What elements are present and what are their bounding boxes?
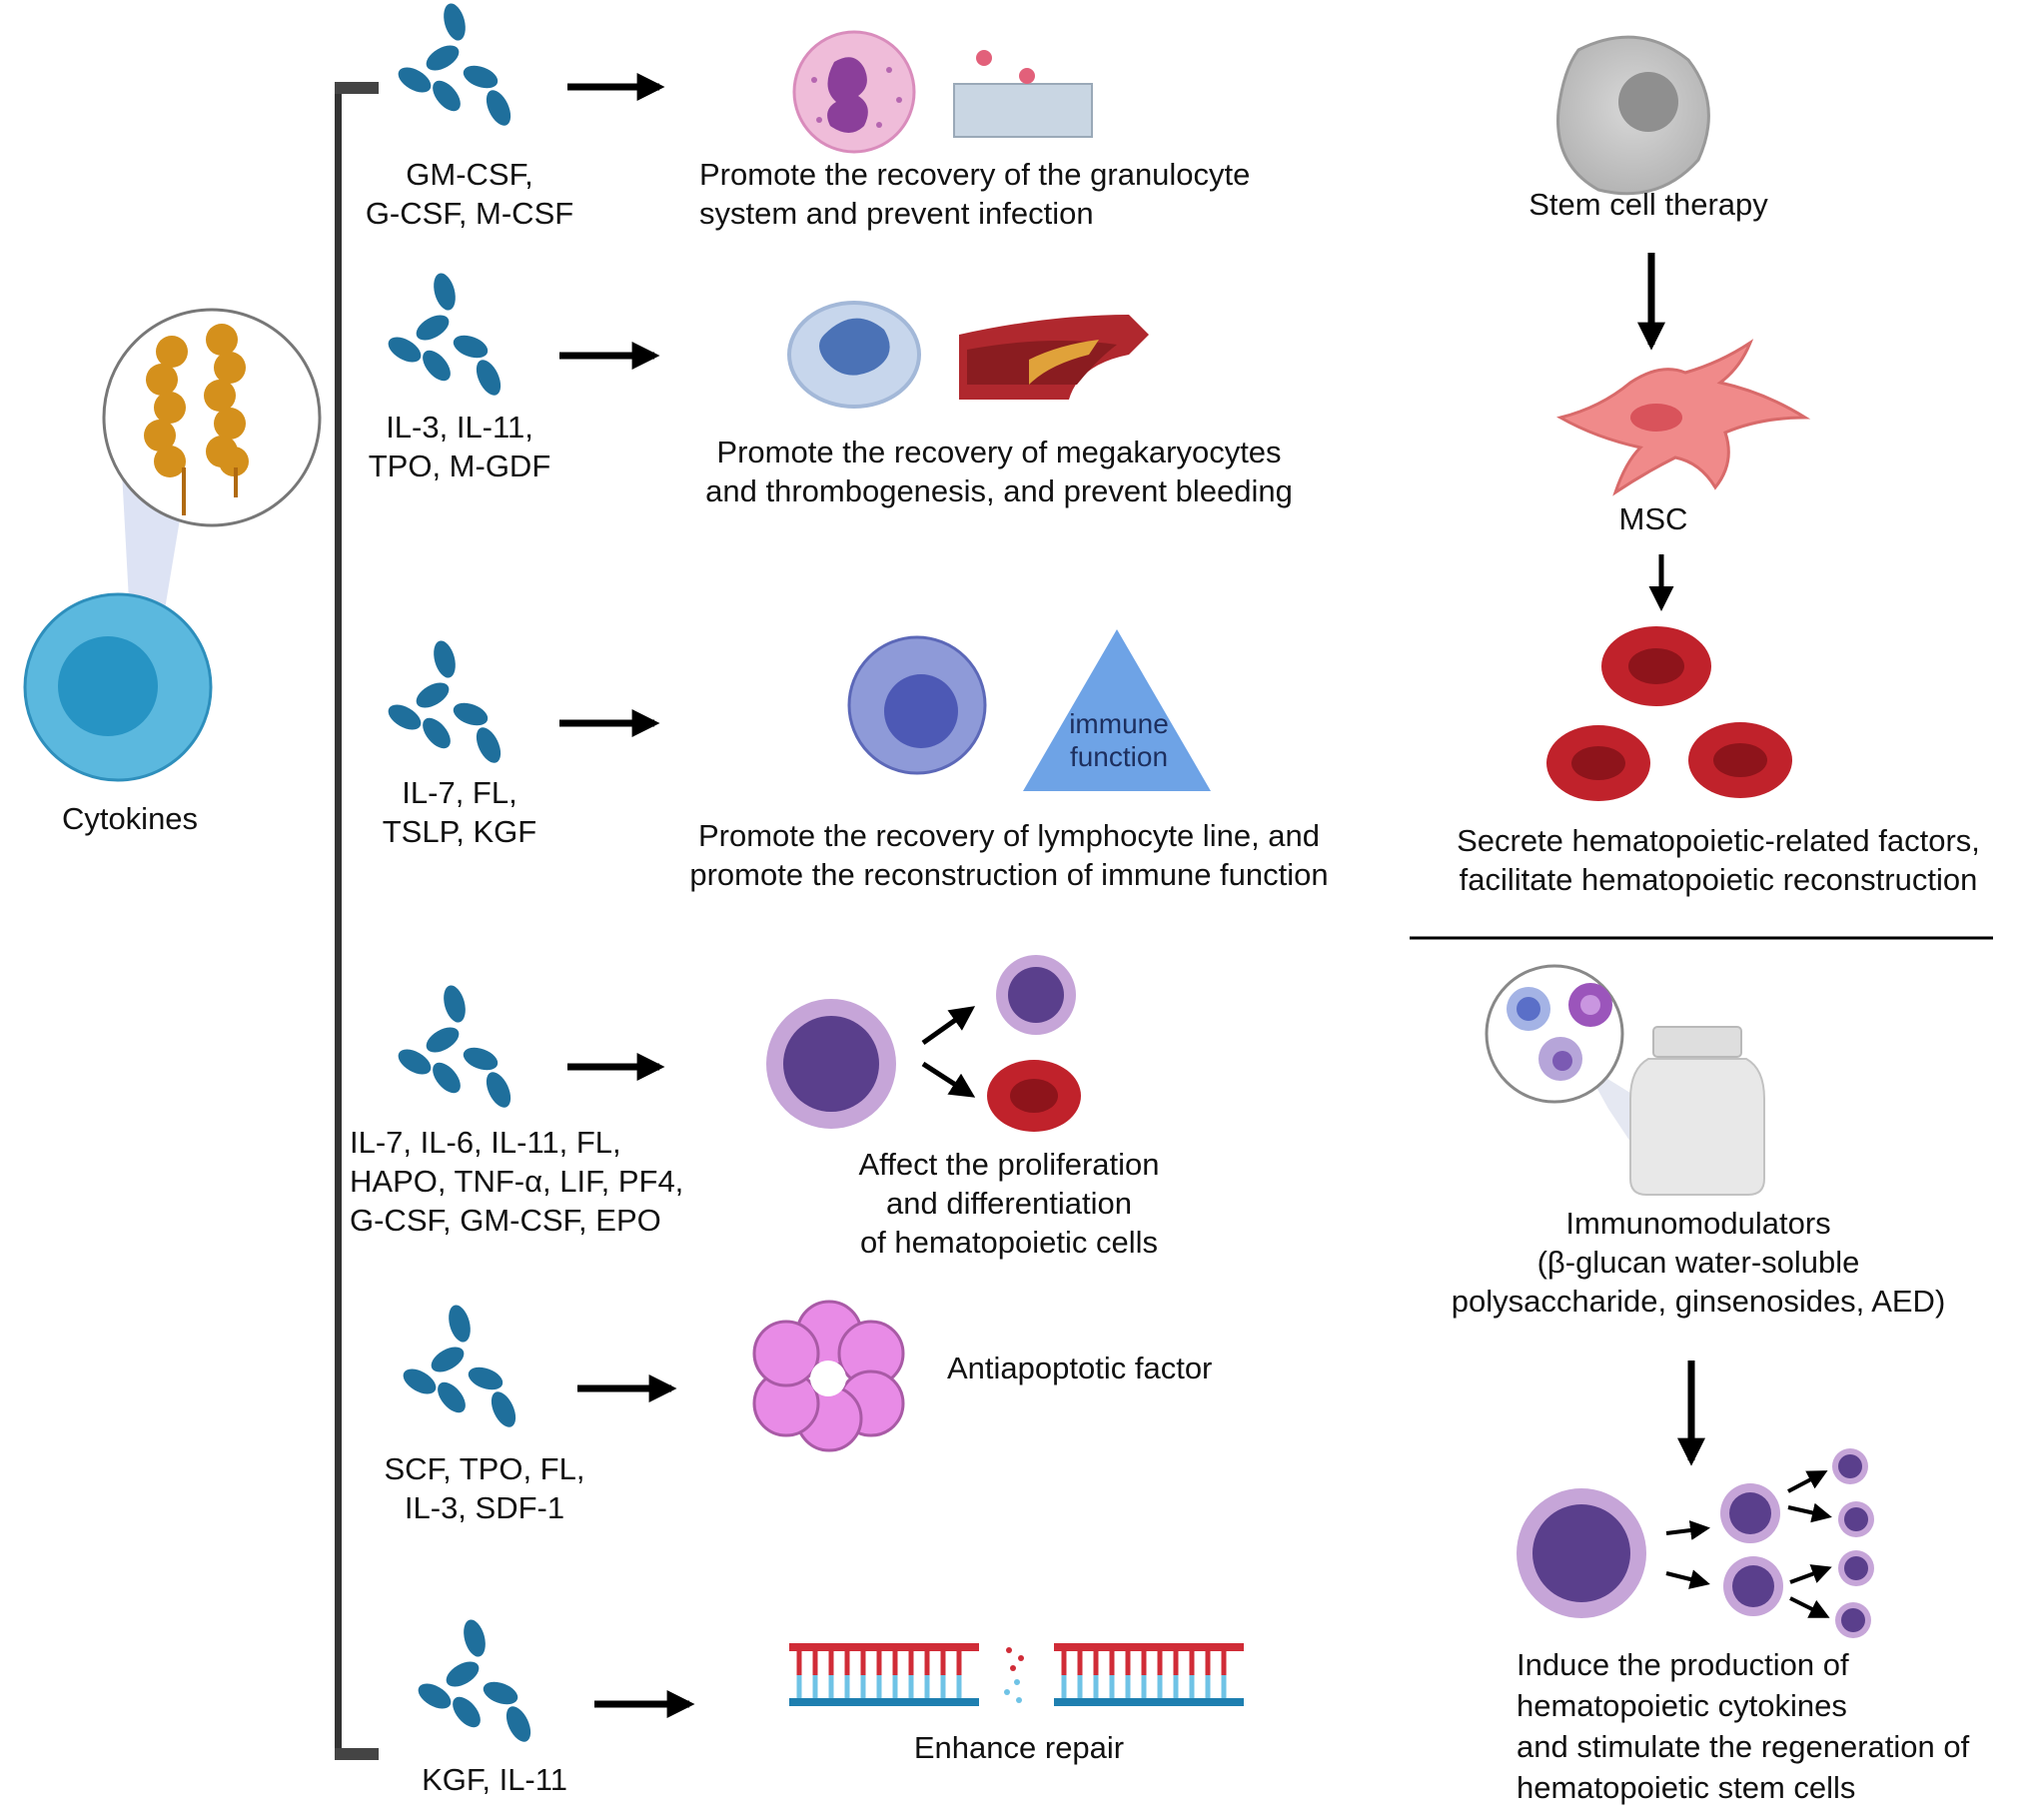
- cytokine-icon-row2: [384, 271, 507, 400]
- agents-row5-line: SCF, TPO, FL,: [384, 1451, 585, 1486]
- immunomodulators-title-line: polysaccharide, ginsenosides, AED): [1451, 1284, 1946, 1319]
- stem-cell-result: Secrete hematopoietic-related factors, f…: [1419, 821, 2018, 899]
- agents-row4-line: HAPO, TNF-α, LIF, PF4,: [350, 1164, 684, 1199]
- megakaryocyte-icon: [787, 301, 921, 409]
- immune-function-triangle: [1023, 629, 1211, 791]
- agents-row2-line: TPO, M-GDF: [368, 449, 551, 483]
- cytokine-icon-row4: [394, 983, 516, 1112]
- effect-row1: Promote the recovery of the granulocyte …: [699, 155, 1439, 233]
- immunomodulators-title: Immunomodulators (β-glucan water-soluble…: [1419, 1204, 1978, 1321]
- agents-row1: GM-CSF, G-CSF, M-CSF: [340, 155, 599, 233]
- effect-row3-line: promote the reconstruction of immune fun…: [689, 857, 1329, 892]
- effect-row2-line: and thrombogenesis, and prevent bleeding: [705, 473, 1293, 508]
- agents-row6-line: KGF, IL-11: [422, 1762, 567, 1797]
- msc-label: MSC: [1618, 501, 1688, 536]
- stem-cell-regeneration-icon: [1517, 1448, 1874, 1638]
- hematopoietic-differentiation-icon: [766, 955, 1081, 1132]
- infection-surface-icon: [953, 50, 1093, 138]
- effect-row4-line: Affect the proliferation: [858, 1147, 1160, 1182]
- agents-row4-line: G-CSF, GM-CSF, EPO: [350, 1203, 661, 1238]
- immune-function-label: immune function: [1039, 707, 1199, 773]
- effect-row1-line: Promote the recovery of the granulocyte: [699, 157, 1251, 192]
- cytokine-icon-row3: [384, 638, 507, 767]
- cytokine-cell-icon: [23, 308, 322, 782]
- immunomodulators-title-line: Immunomodulators: [1565, 1206, 1831, 1241]
- agents-row5-line: IL-3, SDF-1: [404, 1490, 565, 1525]
- agents-row3: IL-7, FL, TSLP, KGF: [340, 773, 579, 851]
- effect-row5-line: Antiapoptotic factor: [947, 1351, 1213, 1385]
- effect-row1-line: system and prevent infection: [699, 196, 1094, 231]
- agents-row3-line: TSLP, KGF: [382, 814, 537, 849]
- agents-row1-line: GM-CSF,: [406, 157, 533, 192]
- agents-row4-line: IL-7, IL-6, IL-11, FL,: [350, 1125, 621, 1160]
- agents-row5: SCF, TPO, FL, IL-3, SDF-1: [355, 1449, 614, 1527]
- effect-row5: Antiapoptotic factor: [947, 1349, 1287, 1387]
- row-arrows: [559, 73, 695, 1718]
- cytokines-label: Cytokines: [61, 801, 199, 836]
- immunomodulators-result-line: hematopoietic stem cells: [1517, 1770, 1856, 1805]
- effect-row3: Promote the recovery of lymphocyte line,…: [639, 816, 1379, 894]
- immune-function-line: immune: [1069, 708, 1169, 739]
- granulocyte-icon: [792, 30, 916, 154]
- effect-row3-line: Promote the recovery of lymphocyte line,…: [697, 818, 1321, 853]
- msc-icon: [1556, 339, 1811, 496]
- immunomodulators-result-line: Induce the production of: [1517, 1647, 1849, 1682]
- bracket-line: [335, 82, 379, 1760]
- red-blood-cells-icon: [1546, 626, 1792, 801]
- stem-cell-icon: [1556, 35, 1710, 196]
- immunomodulator-icon: [1485, 964, 1765, 1196]
- dna-repair-icon: [789, 1643, 1244, 1706]
- agents-row3-line: IL-7, FL,: [402, 775, 517, 810]
- stem-cell-therapy-title: Stem cell therapy: [1528, 187, 1768, 222]
- agents-row1-line: G-CSF, M-CSF: [365, 196, 574, 231]
- effect-row4: Affect the proliferation and differentia…: [819, 1145, 1199, 1262]
- cytokine-icon-row5: [399, 1303, 521, 1431]
- blood-vessel-icon: [959, 315, 1149, 400]
- immunomodulators-title-line: (β-glucan water-soluble: [1536, 1245, 1860, 1280]
- immunomodulators-result-line: hematopoietic cytokines: [1517, 1688, 1847, 1723]
- effect-row2-line: Promote the recovery of megakaryocytes: [716, 435, 1282, 469]
- effect-row4-line: and differentiation: [886, 1186, 1132, 1221]
- immunomodulators-result-line: and stimulate the regeneration of: [1517, 1729, 1970, 1764]
- antiapoptotic-icon: [752, 1300, 905, 1452]
- agents-row2-line: IL-3, IL-11,: [386, 410, 533, 445]
- lymphocyte-icon: [847, 635, 987, 775]
- agents-row6: KGF, IL-11: [400, 1760, 589, 1799]
- effect-row6-line: Enhance repair: [913, 1730, 1125, 1765]
- cytokine-icon-row1: [394, 1, 516, 130]
- stem-cell-result-line: Secrete hematopoietic-related factors,: [1457, 823, 1980, 858]
- effect-row6: Enhance repair: [879, 1728, 1159, 1767]
- immune-function-line: function: [1069, 741, 1169, 772]
- effect-row2: Promote the recovery of megakaryocytes a…: [649, 433, 1349, 510]
- agents-row4: IL-7, IL-6, IL-11, FL, HAPO, TNF-α, LIF,…: [350, 1123, 749, 1240]
- immunomodulators-result: Induce the production of hematopoietic c…: [1517, 1644, 2021, 1808]
- cytokine-icon-row6: [414, 1617, 536, 1746]
- stem-cell-result-line: facilitate hematopoietic reconstruction: [1459, 862, 1978, 897]
- agents-row2: IL-3, IL-11, TPO, M-GDF: [340, 408, 579, 485]
- effect-row4-line: of hematopoietic cells: [859, 1225, 1159, 1260]
